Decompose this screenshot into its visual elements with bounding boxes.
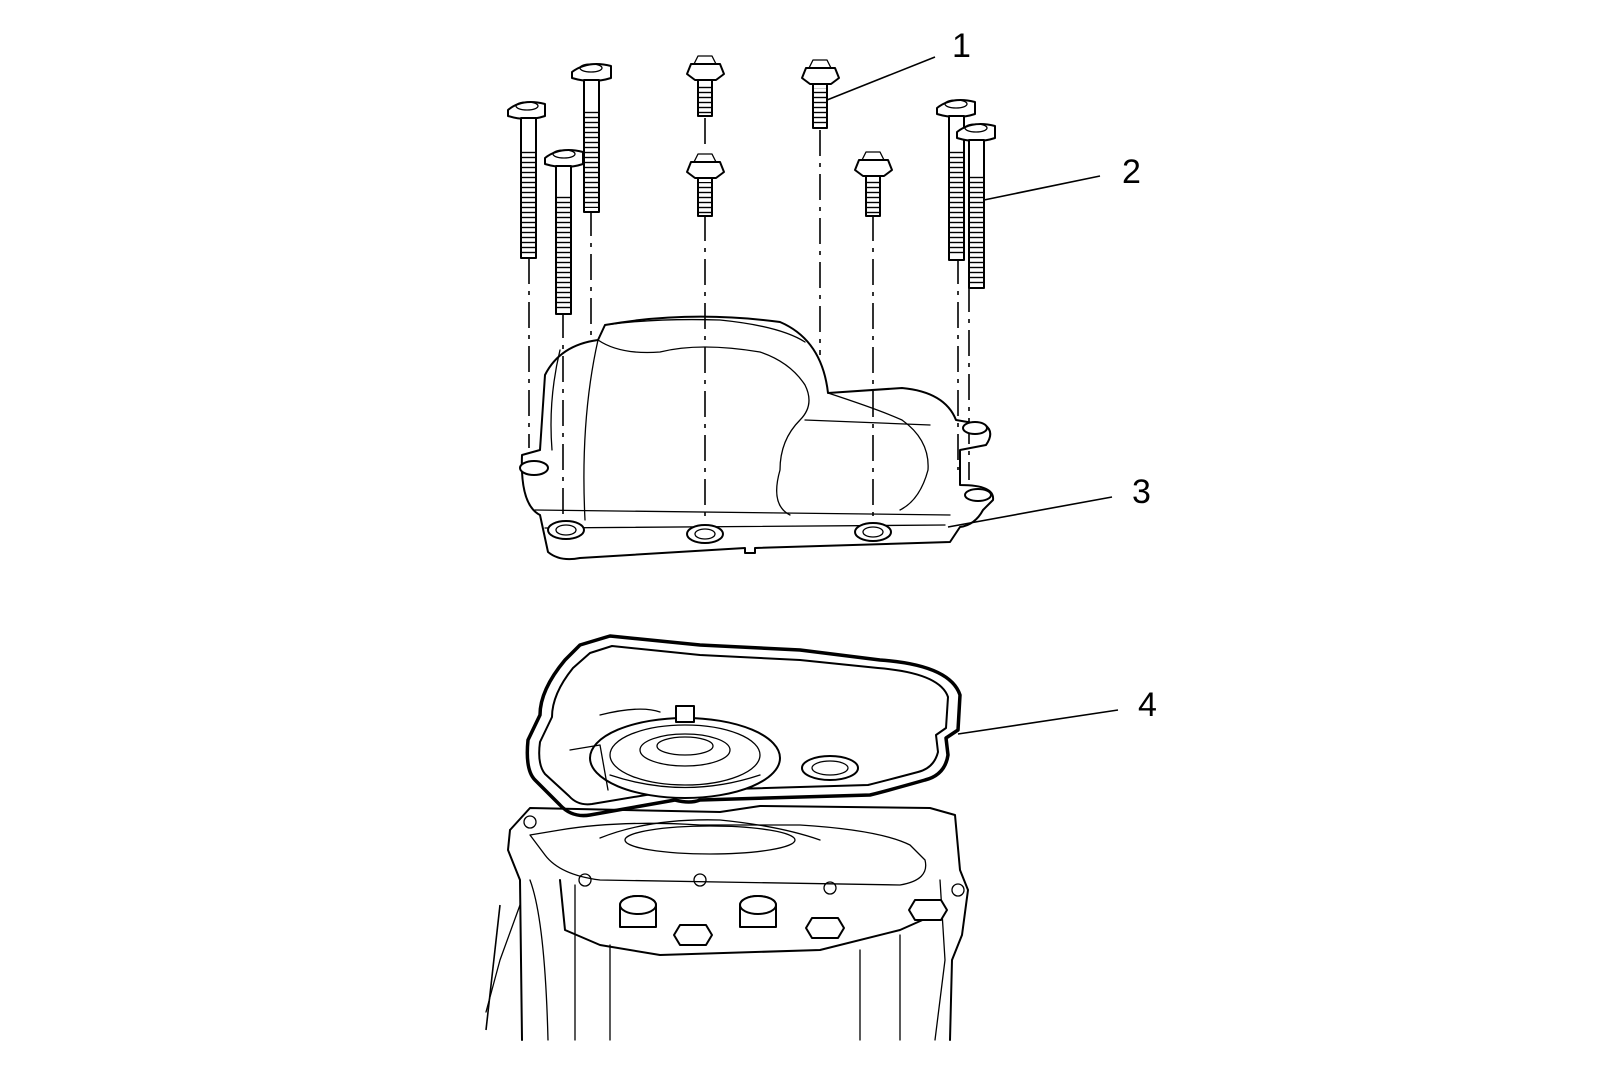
short-bolt-4 [854, 151, 893, 217]
long-bolt-3 [544, 149, 584, 315]
callout-4-label: 4 [1138, 686, 1157, 724]
long-bolt-2 [571, 63, 612, 213]
alignment-lines [528, 118, 970, 520]
short-bolt-1 [686, 55, 725, 117]
callout-2-label: 2 [1122, 153, 1141, 191]
callout-1: 1 [826, 27, 971, 101]
callout-1-label: 1 [952, 27, 971, 65]
long-bolt-1 [507, 101, 546, 259]
cover [519, 315, 995, 561]
callout-3: 3 [947, 473, 1151, 528]
callout-3-label: 3 [1132, 473, 1151, 511]
bearing-assembly [569, 705, 859, 799]
callouts: 1 2 3 4 [826, 27, 1157, 735]
bolts [507, 55, 996, 315]
case-bolts [523, 815, 965, 946]
short-bolt-2 [686, 153, 725, 217]
transmission-case [485, 805, 969, 1041]
short-bolt-3 [801, 59, 840, 129]
long-bolt-5 [956, 123, 996, 289]
callout-4: 4 [957, 686, 1157, 735]
cover-bolt-holes [519, 421, 992, 544]
long-bolt-4 [936, 99, 976, 261]
callout-2: 2 [983, 153, 1141, 201]
